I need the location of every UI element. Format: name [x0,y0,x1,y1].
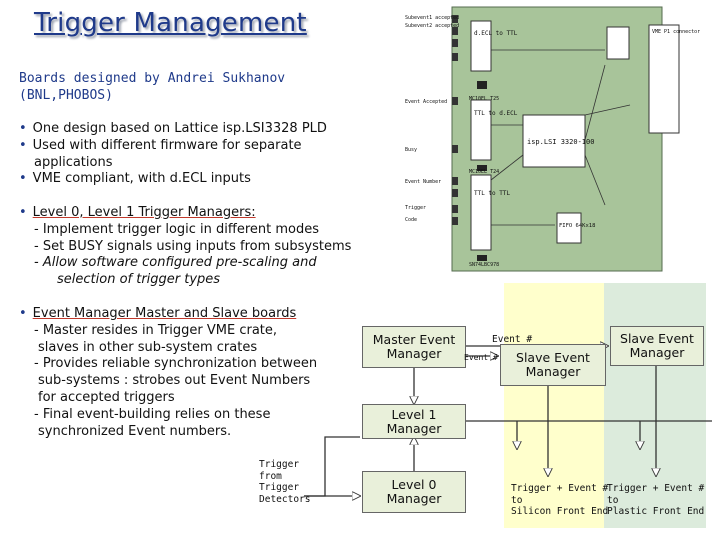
bullet-firmware: Used with different firmware for separat… [19,138,327,155]
board-left-label-3: Event Accepted [405,99,447,105]
tm-item-3-cont: selection of trigger types [57,272,221,288]
tm-item-3: - Allow software configured pre-scaling … [34,255,317,271]
board-chip-label-t25: MC10EL T25 [469,96,499,102]
board-image: d.ECL to TTL TTL to d.ECL TTL to TTL isp… [405,6,700,272]
board-left-connectors [452,15,458,225]
plastic-out-line-2: to [607,494,619,506]
tm-item-1: - Implement trigger logic in different m… [34,221,320,237]
subtitle-line-2: (BNL,PHOBOS) [19,88,113,103]
board-left-label-6: Trigger [405,205,426,211]
board-side-label-4: VME P1 connector [652,29,700,35]
trigger-from-line-4: Detectors [259,493,311,505]
trigger-from-line-2: from [259,470,282,482]
board-chip-label-fifo: FIFO 64Kx18 [559,223,595,229]
master-event-manager-box: Master Event Manager [362,326,466,368]
em-item-3-cont: synchronized Event numbers. [38,423,232,439]
bullet-vme: VME compliant, with d.ECL inputs [19,171,327,188]
board-wiring [490,49,631,226]
section-trigger-managers: Level 0, Level 1 Trigger Managers: - Imp… [19,205,352,289]
trigger-from-line-1: Trigger [259,459,300,470]
board-left-label-4: Busy [405,147,417,153]
em-item-1: - Master resides in Trigger VME crate, [34,322,278,338]
bullet-firmware-cont: applications [34,154,113,170]
board-side-label-1: d.ECL to TTL [474,30,518,37]
vme-interface-chip [606,26,630,60]
event-label-mid: Event # [464,353,498,362]
em-item-2-cont2: for accepted triggers [38,389,175,405]
board-chip-label-sn74: SN74LBC978 [469,262,499,268]
plastic-out-line-1: Trigger + Event # [607,483,705,494]
event-label-top: Event # [492,334,533,345]
board-chip-label-isp: isp.LSI 3320-100 [527,138,594,146]
slave-event-manager-2-box: Slave Event Manager [610,326,704,366]
dECL-to-TTL-chip [470,20,492,72]
fifo-chip [556,212,582,244]
board-left-label-7: Code [405,217,417,223]
section-event-managers: Event Manager Master and Slave boards - … [19,306,317,440]
bullet-design: One design based on Lattice isp.LSI3328 … [19,121,327,138]
slave-event-manager-1-box: Slave Event Manager [500,344,606,386]
board-left-label-5: Event Number [405,179,441,185]
plastic-crate-panel [604,283,706,528]
line-trigger-detectors-l1 [304,436,360,497]
silicon-out-line-3: Silicon Front End [511,506,609,517]
trigger-from-line-3: Trigger [259,482,300,493]
subtitle-line-1: Boards designed by Andrei Sukhanov [19,71,286,86]
trigger-managers-heading: Level 0, Level 1 Trigger Managers: [32,205,256,220]
em-item-1-cont: slaves in other sub-system crates [38,339,258,355]
subtitle: Boards designed by Andrei Sukhanov (BNL,… [19,70,285,104]
board-left-label-1: Subevent1 accepted [405,15,459,21]
silicon-crate-panel [504,283,604,528]
plastic-out-line-3: Plastic Front End [607,506,705,517]
em-item-3: - Final event-building relies on these [34,406,271,422]
slide-title: Trigger Management [34,8,307,38]
board-side-label-3: TTL to TTL [474,190,511,197]
level0-manager-box: Level 0 Manager [362,471,466,513]
TTL-to-dECL-chip [470,99,492,161]
level1-manager-box: Level 1 Manager [362,404,466,439]
event-managers-heading: Event Manager Master and Slave boards [32,306,297,321]
plastic-output-label: Trigger + Event # to Plastic Front End [607,483,704,518]
silicon-output-label: Trigger + Event # to Silicon Front End [511,483,608,518]
trigger-from-detectors-label: Trigger from Trigger Detectors [259,459,310,505]
silicon-out-line-2: to [511,494,523,506]
em-item-2-cont: sub-systems : strobes out Event Numbers [38,373,311,389]
vme-p1-connector [648,24,680,134]
isp-lsi-chip [522,114,586,168]
silicon-out-line-1: Trigger + Event # [511,483,609,494]
tm-item-2: - Set BUSY signals using inputs from sub… [34,238,352,254]
board-side-label-2: TTL to d.ECL [474,110,518,117]
TTL-to-TTL-chip [470,174,492,251]
section-boards: One design based on Lattice isp.LSI3328 … [19,121,327,188]
board-left-label-2: Subevent2 accepted [405,23,459,29]
board-chip-label-t24: MC10EL T24 [469,169,499,175]
em-item-2: - Provides reliable synchronization betw… [34,356,318,372]
